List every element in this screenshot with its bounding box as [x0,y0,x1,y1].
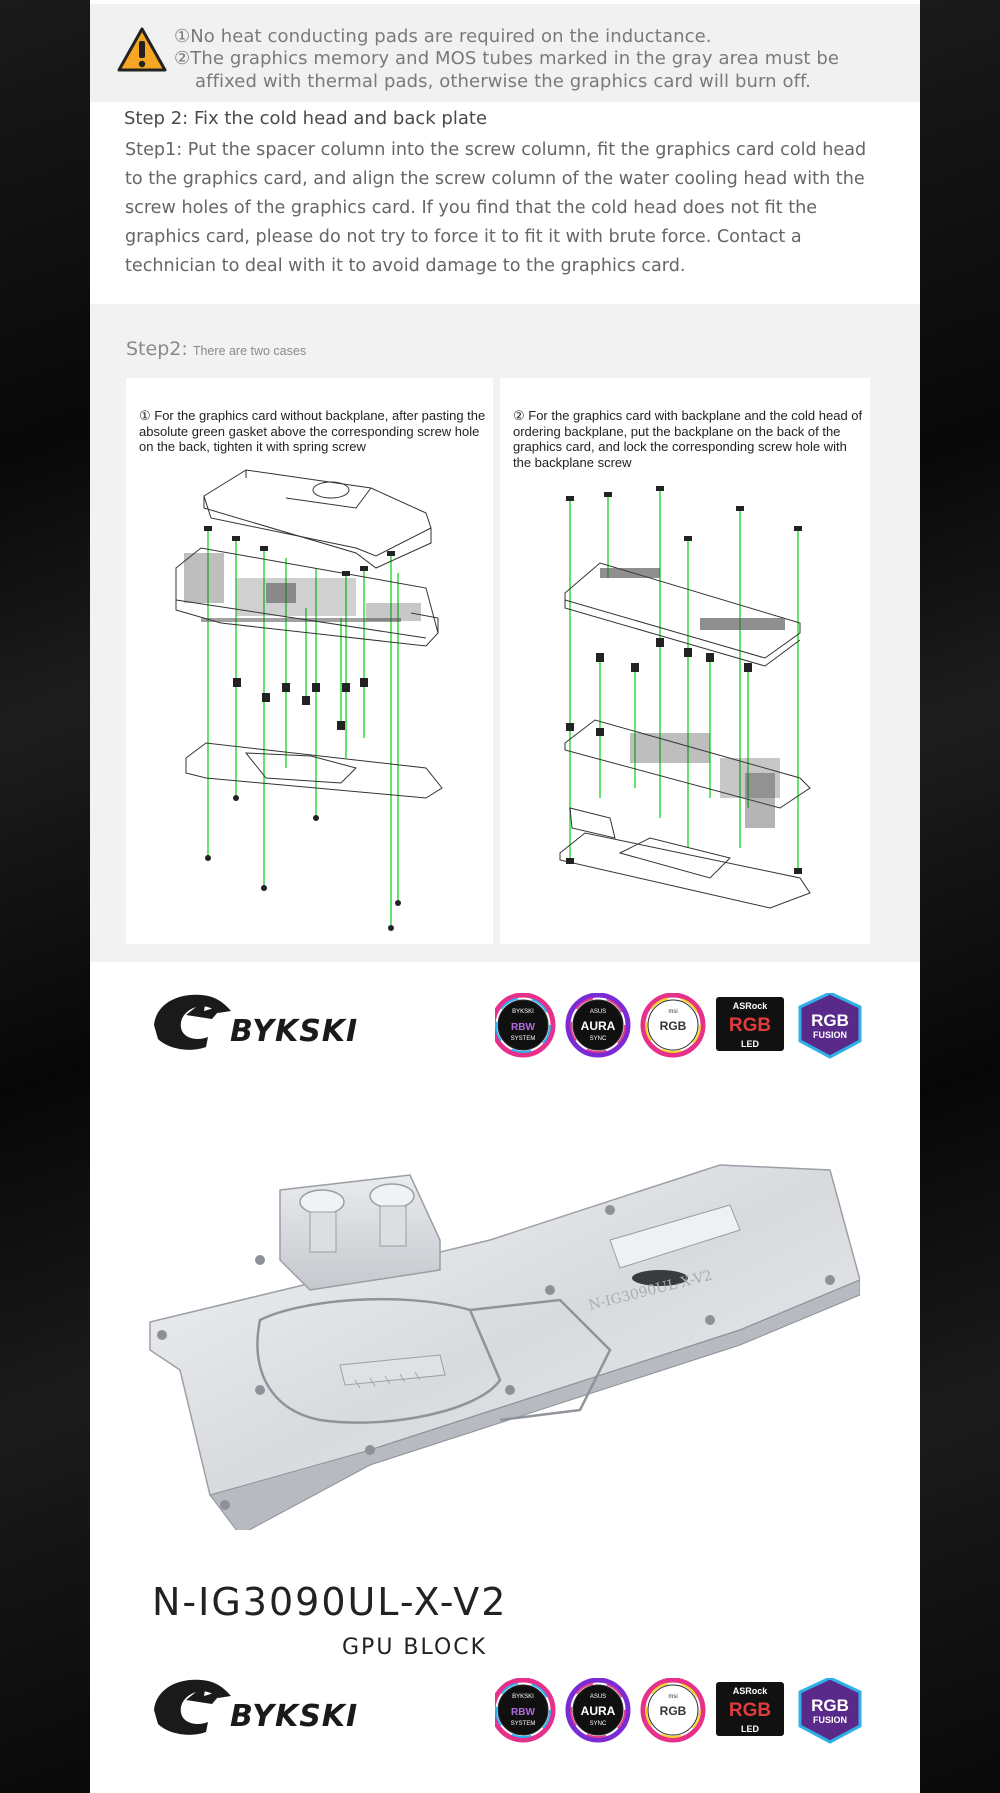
badge-main-label: RBW [511,1022,535,1033]
badge-top-label: ASRock [733,1001,769,1011]
case-1-exploded-diagram [175,469,443,931]
asus-aura-sync-icon: ASUS AURA SYNC [565,1678,631,1743]
badge-top-label: msi [668,1694,677,1700]
warning-box: ①No heat conducting pads are required on… [90,4,920,102]
case-2-text: ② For the graphics card with backplane a… [513,408,863,470]
badge-main-label: RGB [811,1696,849,1715]
badge-main-label: RBW [511,1707,535,1718]
badge-top-label: BYKSKI [512,1009,534,1015]
asus-aura-sync-icon: ASUS AURA SYNC [565,993,631,1058]
diagram-heading: Step2: There are two cases [126,338,306,360]
warning-line-2: ②The graphics memory and MOS tubes marke… [174,48,840,69]
badge-main-label: RGB [811,1011,849,1030]
badge-bottom-label: SYNC [590,1721,607,1727]
badge-top-label: ASRock [733,1686,769,1696]
badge-bottom-label: SYSTEM [511,1036,536,1042]
badge-top-label: BYKSKI [512,1694,534,1700]
bykski-logo-text-bottom: BYKSKI [230,1699,358,1734]
badge-main-label: AURA [581,1704,616,1718]
case-2-exploded-diagram [559,486,811,909]
badge-main-label: AURA [581,1019,616,1033]
badge-main-label: RGB [729,1015,771,1036]
bykski-logo-bottom: BYKSKI [154,1679,358,1735]
left-background [0,0,90,1793]
right-background [920,0,1000,1793]
rgb-compatibility-badges-bottom: BYKSKIRBWSYSTEMASUSAURASYNCmsiRGBASRockR… [495,1678,862,1744]
case-2-panel: ② For the graphics card with backplane a… [500,378,870,944]
step-body: Step1: Put the spacer column into the sc… [125,140,867,276]
product-model: N-IG3090UL-X-V2 [152,1580,508,1624]
badge-top-label: msi [668,1009,677,1015]
case-1-panel: ① For the graphics card without backplan… [126,378,493,944]
rgb-compatibility-badges: BYKSKIRBWSYSTEMASUSAURASYNCmsiRGBASRockR… [495,993,862,1059]
warning-line-1: ①No heat conducting pads are required on… [174,26,712,47]
bykski-logo-text: BYKSKI [230,1014,358,1049]
diagram-section: Step2: There are two cases ① For the gra… [90,304,920,962]
badge-main-label: RGB [660,1704,687,1718]
product-page: ①No heat conducting pads are required on… [90,0,920,1793]
case-1-text: ① For the graphics card without backplan… [139,408,486,454]
warning-icon [117,27,167,72]
badge-top-label: ASUS [590,1009,606,1015]
badge-main-label: RGB [660,1019,687,1033]
badge-main-label: RGB [729,1700,771,1721]
warning-line-3: affixed with thermal pads, otherwise the… [195,71,811,92]
badge-top-label: ASUS [590,1694,606,1700]
product-subtitle: GPU BLOCK [342,1635,488,1660]
bykski-logo: BYKSKI [154,994,358,1050]
badge-bottom-label: SYSTEM [511,1721,536,1727]
bykski-rbw-system-icon: BYKSKI RBW SYSTEM [495,1678,556,1743]
badge-bottom-label: FUSION [813,1030,847,1040]
badge-bottom-label: LED [741,1724,760,1734]
bykski-rbw-system-icon: BYKSKI RBW SYSTEM [495,993,556,1058]
diagram-heading-note: There are two cases [192,344,307,358]
gpu-block-render: N-IG3090UL-X-V2 [149,1164,860,1530]
diagram-heading-step: Step2: [126,338,188,360]
badge-bottom-label: LED [741,1039,760,1049]
step-title: Step 2: Fix the cold head and back plate [124,108,488,129]
badge-bottom-label: FUSION [813,1715,847,1725]
badge-bottom-label: SYNC [590,1036,607,1042]
